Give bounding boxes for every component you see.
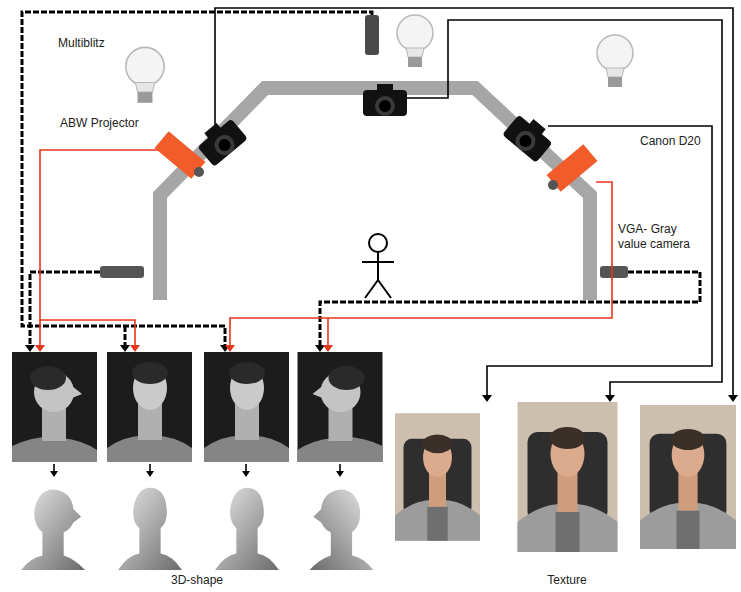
part-label: Canon D20 (640, 134, 701, 149)
gray-images (12, 352, 383, 462)
vga-wires (22, 12, 700, 346)
arrowheads (25, 345, 738, 477)
part-label: Texture (547, 573, 586, 588)
arrowheads (35, 345, 333, 352)
person-figure (362, 234, 394, 298)
camera-rig (160, 88, 590, 300)
projector-wires (40, 150, 612, 346)
part-label: 3D-shape (171, 573, 223, 588)
texture-photos (395, 402, 736, 552)
canon-cameras (194, 84, 557, 167)
part-label: VGA- Gray value camera (618, 222, 704, 252)
vga-camera (100, 266, 144, 278)
part-label: Multiblitz (58, 36, 105, 51)
part-label: ABW Projector (60, 116, 139, 131)
vga-camera (600, 266, 628, 278)
vga-camera (365, 15, 379, 55)
depth-maps (13, 478, 381, 570)
texture-wires (215, 8, 733, 396)
